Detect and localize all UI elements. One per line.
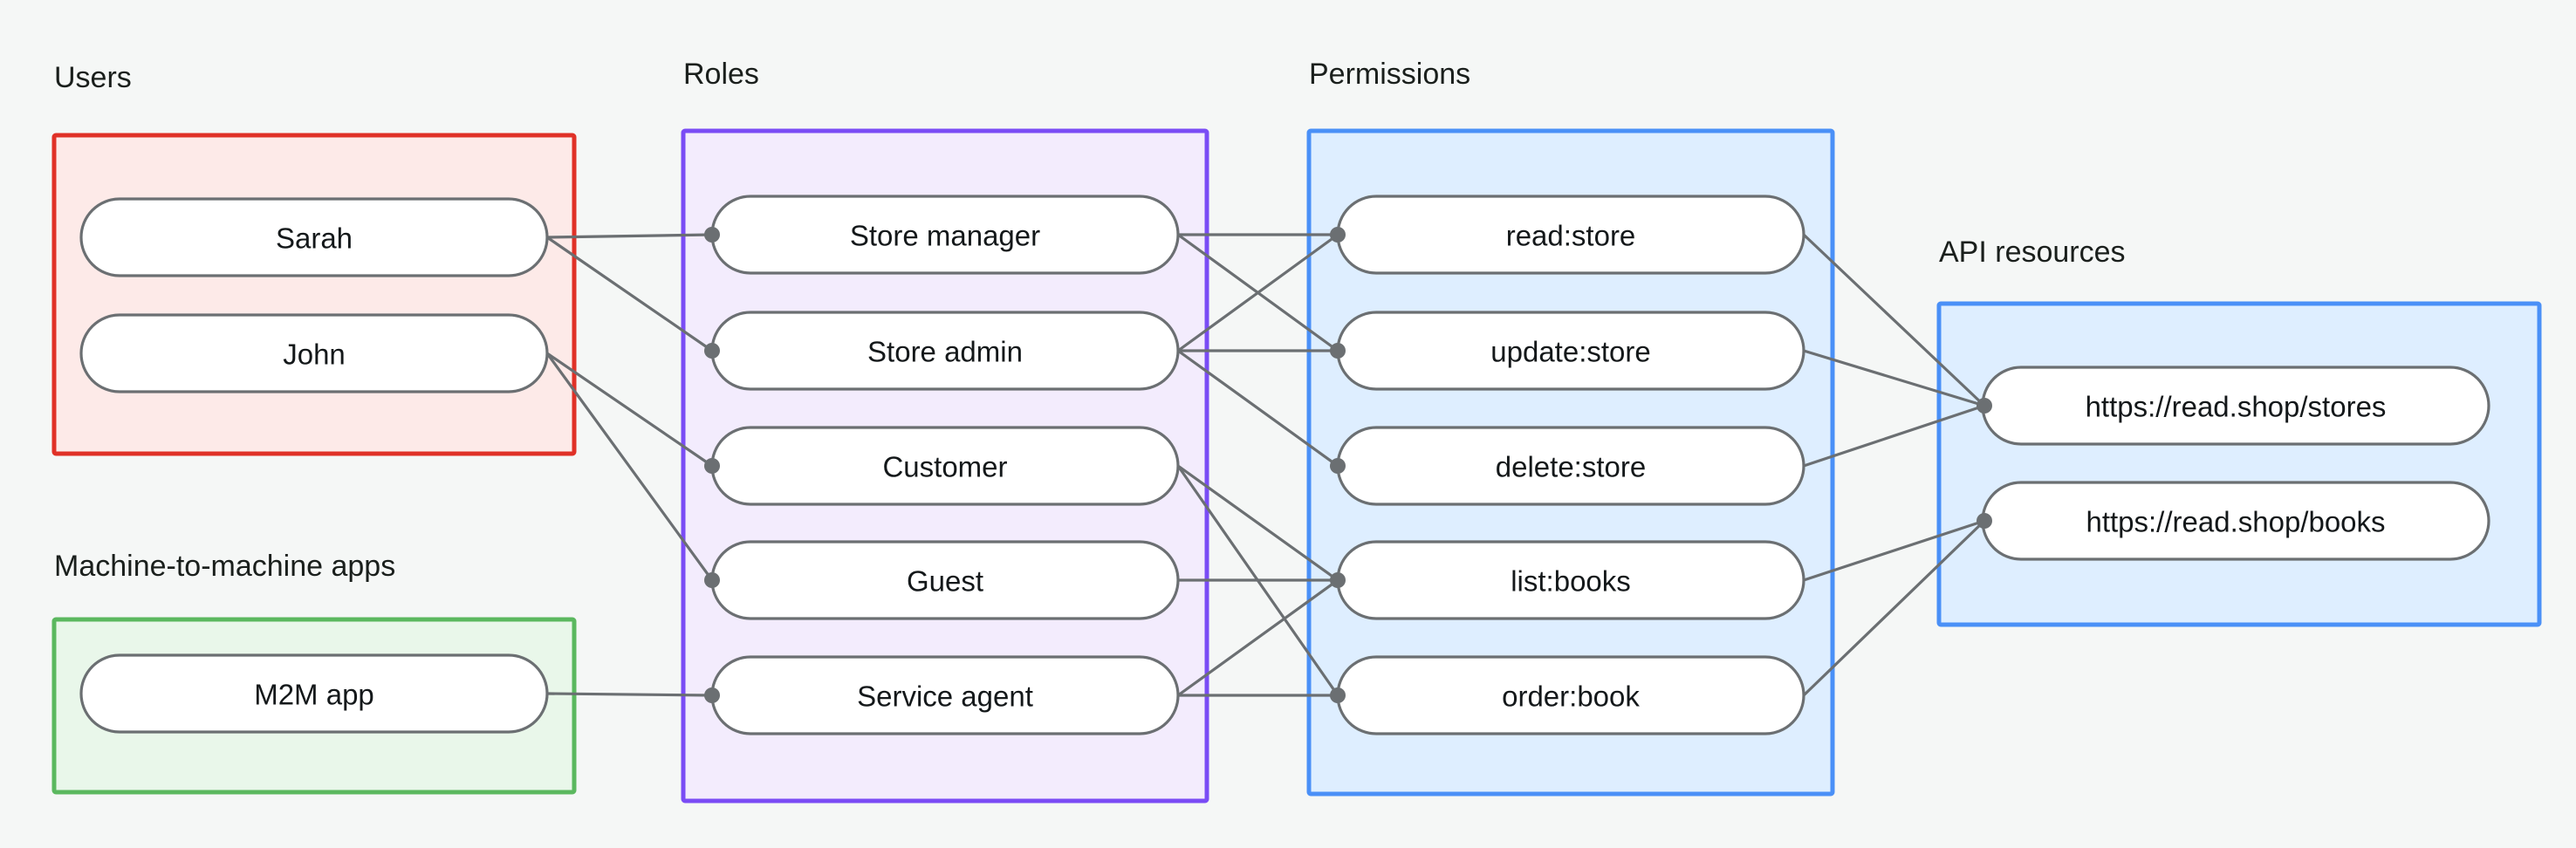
node-delete-store[interactable]: delete:store — [1336, 426, 1805, 506]
connection-dot-store-admin — [704, 343, 720, 359]
connection-dot-res-stores — [1977, 398, 1992, 414]
edge-m2mapp-service-agent — [546, 692, 713, 697]
node-label-order-book: order:book — [1502, 680, 1640, 713]
edge-store-admin-read-store — [1177, 233, 1339, 352]
group-box-users — [51, 133, 577, 456]
node-label-store-admin: Store admin — [867, 336, 1023, 368]
edge-store-admin-delete-store — [1177, 349, 1339, 468]
connection-dot-read-store — [1330, 227, 1346, 243]
connection-dot-delete-store — [1330, 458, 1346, 474]
node-customer[interactable]: Customer — [710, 426, 1180, 506]
node-pill-john[interactable] — [79, 313, 549, 393]
node-store-admin[interactable]: Store admin — [710, 311, 1180, 391]
edge-service-agent-list-books — [1177, 578, 1339, 697]
connection-dot-order-book — [1330, 687, 1346, 703]
connection-dot-store-manager — [704, 227, 720, 243]
node-label-service-agent: Service agent — [857, 680, 1033, 713]
edge-list-books-res-books — [1803, 519, 1985, 582]
node-label-john: John — [283, 339, 346, 371]
edge-john-customer — [546, 352, 713, 468]
port-layer — [704, 227, 1992, 703]
node-label-sarah: Sarah — [276, 222, 353, 255]
node-john[interactable]: John — [79, 313, 549, 393]
group-label-m2m: Machine-to-machine apps — [54, 550, 395, 583]
node-label-res-books: https://read.shop/books — [2086, 506, 2385, 538]
group-label-api-resources: API resources — [1939, 236, 2126, 269]
connection-dot-res-books — [1977, 513, 1992, 529]
group-label-users: Users — [54, 61, 132, 94]
node-list-books[interactable]: list:books — [1336, 540, 1805, 620]
node-service-agent[interactable]: Service agent — [710, 655, 1180, 735]
edge-sarah-store-manager — [546, 233, 713, 239]
edge-customer-list-books — [1177, 464, 1339, 582]
node-order-book[interactable]: order:book — [1336, 655, 1805, 735]
node-res-books[interactable]: https://read.shop/books — [1981, 481, 2490, 561]
node-label-customer: Customer — [882, 451, 1007, 483]
edge-update-store-res-stores — [1803, 349, 1985, 407]
edge-read-store-res-stores — [1802, 233, 1986, 407]
node-read-store[interactable]: read:store — [1336, 195, 1805, 275]
edge-order-book-res-books — [1802, 519, 1986, 697]
node-pill-m2mapp[interactable] — [79, 653, 549, 734]
edge-john-guest — [545, 352, 714, 581]
node-label-list-books: list:books — [1511, 565, 1631, 598]
node-label-res-stores: https://read.shop/stores — [2086, 391, 2387, 423]
node-sarah[interactable]: Sarah — [79, 197, 549, 277]
connection-dot-customer — [704, 458, 720, 474]
node-label-guest: Guest — [907, 565, 983, 598]
connection-dot-list-books — [1330, 572, 1346, 588]
connection-dot-update-store — [1330, 343, 1346, 359]
node-m2mapp[interactable]: M2M app — [79, 653, 549, 734]
edge-layer — [545, 233, 1986, 697]
edge-sarah-store-admin — [546, 236, 713, 352]
group-box-api-resources — [1936, 301, 2542, 627]
node-label-delete-store: delete:store — [1496, 451, 1646, 483]
node-label-update-store: update:store — [1490, 336, 1650, 368]
node-res-stores[interactable]: https://read.shop/stores — [1981, 366, 2490, 446]
node-store-manager[interactable]: Store manager — [710, 195, 1180, 275]
group-label-permissions: Permissions — [1309, 58, 1470, 91]
node-pill-sarah[interactable] — [79, 197, 549, 277]
connection-dot-service-agent — [704, 687, 720, 703]
group-label-roles: Roles — [683, 58, 759, 91]
node-label-store-manager: Store manager — [850, 220, 1040, 252]
edge-delete-store-res-stores — [1803, 404, 1985, 468]
node-label-read-store: read:store — [1506, 220, 1636, 252]
node-update-store[interactable]: update:store — [1336, 311, 1805, 391]
node-guest[interactable]: Guest — [710, 540, 1180, 620]
connection-dot-guest — [704, 572, 720, 588]
node-label-m2mapp: M2M app — [254, 679, 374, 711]
